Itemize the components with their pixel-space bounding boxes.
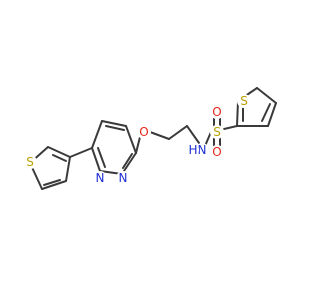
- atom-background: [210, 105, 224, 119]
- bond: [105, 125, 125, 131]
- pyridazine-nitrogen-1: N: [96, 171, 105, 185]
- atom-background: [237, 94, 251, 108]
- atom-background: [210, 145, 224, 159]
- bond: [41, 180, 67, 190]
- atom-background: [23, 155, 37, 169]
- sulfonyl-sulfur: S: [213, 125, 221, 139]
- sulfonyl-oxygen-bottom: O: [212, 145, 221, 159]
- bond: [121, 152, 137, 175]
- bond: [65, 156, 71, 182]
- bond-thiophene-pyridazine: [69, 147, 93, 158]
- sulfonamide-nitrogen: N: [198, 143, 207, 157]
- atom-background: [137, 125, 151, 139]
- bond: [43, 179, 61, 186]
- bond: [236, 100, 239, 127]
- bond: [122, 153, 133, 169]
- bond-sulfur-thiophene: [223, 125, 238, 130]
- bond: [261, 103, 271, 122]
- bond: [91, 147, 101, 172]
- sulfonamide-hydrogen: H: [188, 143, 197, 157]
- atom-background: [195, 143, 209, 157]
- right-thiophene-sulfur: S: [240, 94, 248, 108]
- bond-nitrogen-sulfur: [204, 131, 212, 147]
- atom-labels: S N N O N H S O O S: [23, 94, 251, 185]
- bond: [256, 87, 277, 104]
- bond: [125, 125, 137, 154]
- bond: [91, 120, 103, 149]
- atom-background: [187, 144, 199, 156]
- left-thiophene-ring: [29, 146, 71, 190]
- bond: [47, 146, 71, 158]
- structure-canvas: S N N O N H S O O S: [23, 87, 277, 190]
- ether-oxygen: O: [139, 125, 148, 139]
- sulfonyl-oxygen-top: O: [212, 105, 221, 119]
- bond: [267, 102, 277, 127]
- pyridazine-ring: [91, 120, 137, 175]
- atom-background: [116, 171, 130, 185]
- atom-background: [210, 125, 224, 139]
- bond-ch2-nitrogen: [186, 125, 200, 144]
- left-thiophene-sulfur: S: [26, 155, 34, 169]
- atom-background: [93, 171, 107, 185]
- molecule-diagram: S N N O N H S O O S: [23, 87, 277, 190]
- bond-oxygen-ch2: [149, 131, 170, 140]
- pyridazine-nitrogen-2: N: [119, 171, 128, 185]
- bond: [52, 154, 67, 162]
- bond-ring-oxygen: [135, 136, 141, 154]
- bond-ch2-ch2: [168, 125, 188, 140]
- bond: [97, 147, 106, 168]
- bond: [101, 120, 127, 127]
